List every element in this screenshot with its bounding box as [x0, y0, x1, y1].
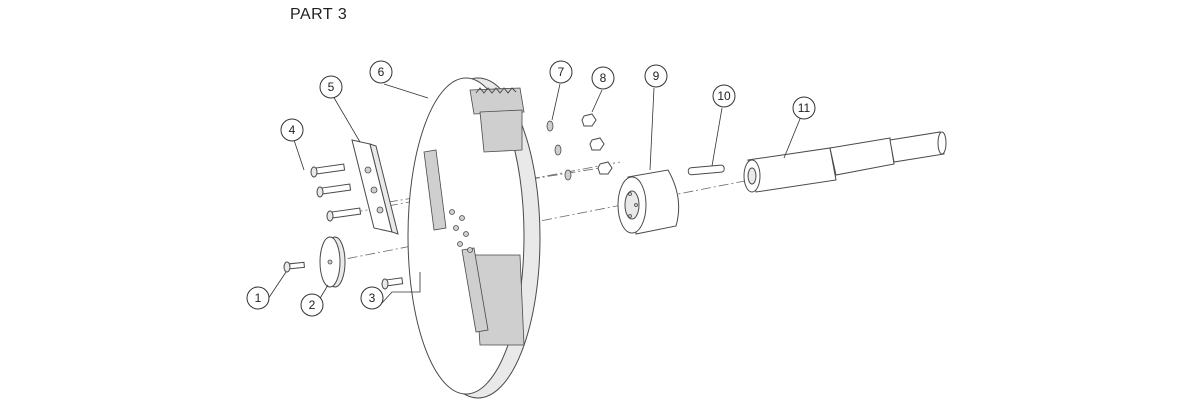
part-3-screw	[381, 277, 404, 290]
callout-1: 1	[246, 286, 270, 310]
part-4-bolts	[310, 163, 362, 222]
part-10-key	[687, 164, 725, 176]
callout-8-label: 8	[600, 71, 607, 85]
callout-2-label: 2	[309, 298, 316, 312]
callout-8: 8	[591, 66, 615, 90]
callout-3: 3	[360, 286, 384, 310]
callout-5: 5	[319, 75, 343, 99]
callout-10: 10	[712, 84, 736, 108]
part-6-disc	[407, 77, 541, 399]
callout-6: 6	[369, 60, 393, 84]
callout-11-label: 11	[798, 101, 811, 115]
callout-10-label: 10	[717, 89, 731, 103]
part-11-shaft	[743, 131, 947, 193]
callout-2: 2	[300, 293, 324, 317]
callout-6-label: 6	[378, 65, 385, 79]
callout-7-label: 7	[558, 65, 565, 79]
diagram-title: PART 3	[290, 6, 348, 23]
callout-9-label: 9	[653, 69, 660, 83]
part-1-screw	[283, 261, 305, 273]
callout-9: 9	[644, 64, 668, 88]
callout-1-label: 1	[255, 291, 262, 305]
callout-3-label: 3	[369, 291, 376, 305]
center-lines	[329, 161, 761, 263]
callout-7: 7	[549, 60, 573, 84]
part-8-nuts	[581, 113, 613, 175]
callout-4-label: 4	[289, 123, 296, 137]
leader-lines	[265, 83, 803, 306]
callout-11: 11	[792, 96, 816, 120]
part-5-plate	[351, 139, 399, 235]
callout-5-label: 5	[328, 80, 335, 94]
part-7-washers	[546, 120, 572, 181]
part-9-hub	[617, 169, 680, 235]
part-2-washer	[319, 236, 346, 288]
callout-4: 4	[280, 118, 304, 142]
